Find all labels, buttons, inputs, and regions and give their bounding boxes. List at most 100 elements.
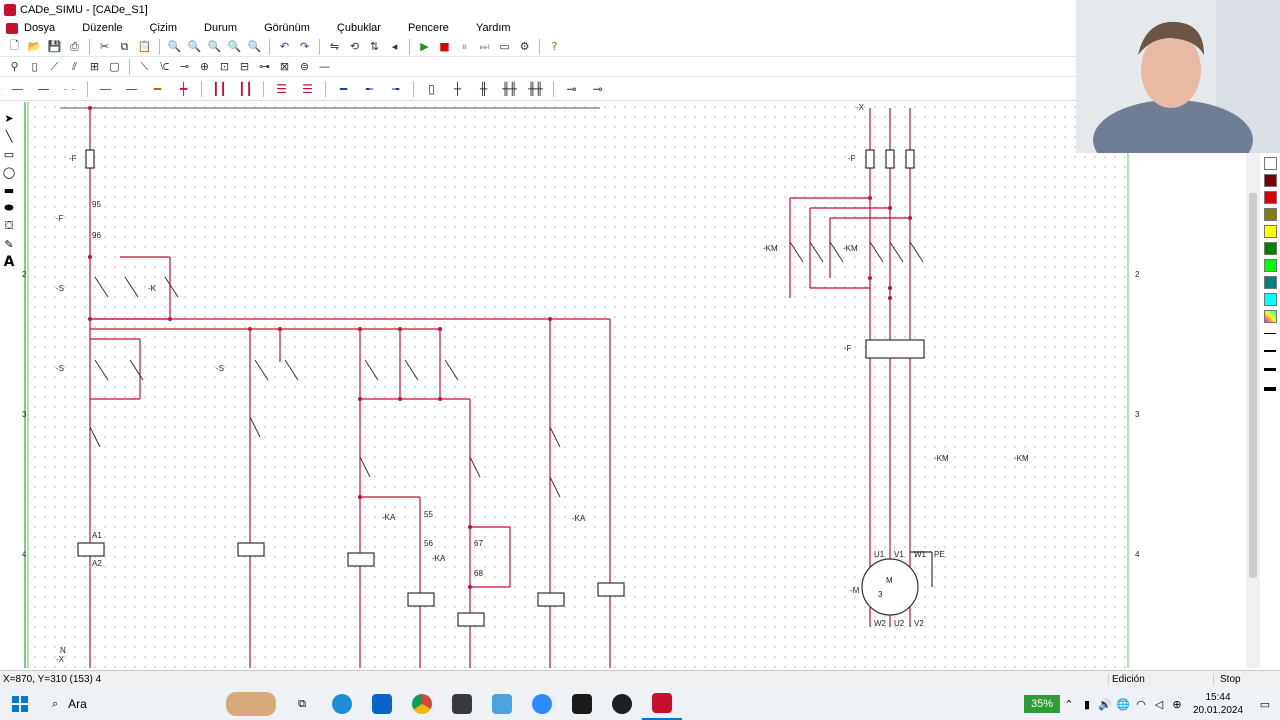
color-swatch-white[interactable]: [1263, 157, 1277, 170]
play-icon[interactable]: ▶: [420, 40, 429, 53]
color-swatch-cyan[interactable]: [1263, 293, 1277, 306]
wire-icon[interactable]: —: [319, 60, 330, 73]
new-icon[interactable]: 🗋: [10, 39, 19, 52]
terminal-a-icon[interactable]: ⊸: [566, 81, 577, 96]
rotate-icon[interactable]: ⟲: [349, 40, 360, 53]
contactor-icon[interactable]: ⊞: [89, 60, 100, 73]
bus-a-icon[interactable]: ━: [339, 81, 348, 96]
step-icon[interactable]: ⏭: [479, 39, 490, 53]
lamp-icon[interactable]: ⊕: [199, 60, 210, 73]
color-swatch-teal[interactable]: [1263, 276, 1277, 289]
menu-pencere[interactable]: Pencere: [407, 22, 449, 34]
speaker-icon[interactable]: 🔊: [1098, 698, 1112, 711]
drawing-canvas[interactable]: -F -F 95 96 -S -K -S -S A1 A2 -KA -KA -K…: [20, 102, 1139, 668]
connector-c-icon[interactable]: ╫╫: [502, 81, 517, 96]
save-icon[interactable]: 💾: [47, 40, 62, 53]
flip-icon[interactable]: ⇅: [369, 40, 380, 53]
zoom-window-icon[interactable]: 🔍: [207, 40, 222, 53]
fuse-icon[interactable]: ⚲: [10, 60, 19, 73]
start-button[interactable]: [0, 688, 40, 720]
color-swatch-lime[interactable]: [1263, 259, 1277, 272]
zoom-all-icon[interactable]: 🔍: [227, 40, 242, 53]
bus-b-icon[interactable]: ╾: [365, 81, 374, 96]
menu-gorunum[interactable]: Görünüm: [264, 22, 310, 34]
connector-d-icon[interactable]: ╫╫: [528, 81, 543, 96]
menu-durum[interactable]: Durum: [204, 22, 238, 34]
plug-icon[interactable]: ▯: [428, 81, 435, 96]
wire-h-icon[interactable]: —: [11, 81, 24, 96]
color-swatch-red[interactable]: [1263, 191, 1277, 204]
help-icon[interactable]: ?: [551, 40, 558, 53]
terminal-icon[interactable]: ⊶: [259, 60, 270, 73]
color-swatch-green[interactable]: [1263, 242, 1277, 255]
line-width-1[interactable]: [1264, 333, 1276, 334]
wire-thick-icon[interactable]: ━: [153, 81, 162, 96]
mail-icon[interactable]: [362, 688, 402, 720]
zoom-in-icon[interactable]: 🔍: [167, 40, 182, 53]
text-icon[interactable]: A: [3, 254, 15, 270]
wire-2-icon[interactable]: ┃┃: [212, 81, 227, 96]
connector-b-icon[interactable]: ╫: [479, 81, 488, 96]
fill-icon[interactable]: ⛋: [4, 219, 14, 232]
bus-2-icon[interactable]: ☰: [276, 81, 287, 96]
pointer-icon[interactable]: ➤: [4, 111, 14, 125]
line-width-3[interactable]: [1264, 368, 1276, 371]
zoom-prev-icon[interactable]: 🔍: [247, 40, 262, 53]
wire-red-icon[interactable]: —: [99, 81, 112, 96]
wifi-icon[interactable]: ◠: [1136, 698, 1146, 711]
wire-3-icon[interactable]: ┃┃: [238, 81, 253, 96]
print-icon[interactable]: ⎙: [70, 39, 79, 53]
view-icon[interactable]: ▭: [499, 40, 510, 53]
volume-icon[interactable]: ◁: [1154, 698, 1164, 711]
bus-c-icon[interactable]: ╼: [391, 81, 400, 96]
filled-rect-icon[interactable]: ▬: [3, 183, 15, 197]
menu-duzenle[interactable]: Düzenle: [82, 22, 123, 34]
notifications-icon[interactable]: ▭: [1259, 698, 1271, 711]
copy-icon[interactable]: ⧉: [120, 39, 129, 53]
battery-icon[interactable]: ▮: [1083, 698, 1091, 711]
menu-cizim[interactable]: Çizim: [149, 22, 178, 34]
menu-dosya[interactable]: Dosya: [4, 22, 62, 34]
line-icon[interactable]: ╲: [5, 129, 13, 143]
menu-yardim[interactable]: Yardım: [475, 22, 511, 34]
wire-green-icon[interactable]: - -: [63, 81, 76, 96]
contact-icon[interactable]: ⟈: [159, 59, 170, 73]
mirror-icon[interactable]: ⇋: [329, 40, 340, 53]
scrollbar-thumb[interactable]: [1249, 193, 1257, 578]
color-swatch-custom[interactable]: [1263, 310, 1277, 323]
menu-cubuklar[interactable]: Çubuklar: [336, 22, 381, 34]
zoom-app-icon[interactable]: [522, 688, 562, 720]
breaker-icon[interactable]: ▯: [31, 60, 38, 73]
edge-icon[interactable]: [322, 688, 362, 720]
line-width-2[interactable]: [1264, 350, 1276, 352]
vertical-scrollbar[interactable]: [1246, 153, 1260, 668]
clock[interactable]: 15:44 20.01.2024: [1186, 688, 1250, 720]
chevron-up-icon[interactable]: ⌃: [1064, 698, 1074, 711]
language-icon[interactable]: ⊕: [1172, 698, 1182, 711]
rectangle-icon[interactable]: ▭: [3, 147, 15, 161]
zwcad-icon[interactable]: [562, 688, 602, 720]
open-icon[interactable]: 📂: [27, 40, 42, 53]
battery-indicator[interactable]: 35%: [1024, 695, 1060, 713]
color-swatch-maroon[interactable]: [1263, 174, 1277, 187]
line-width-4[interactable]: [1264, 387, 1276, 391]
cut-icon[interactable]: ✂: [99, 40, 110, 53]
undo-icon[interactable]: ↶: [279, 40, 290, 53]
terminal-b-icon[interactable]: ⊸: [592, 81, 603, 96]
switch3-icon[interactable]: ⫽: [72, 59, 77, 73]
stop-icon[interactable]: ■: [439, 40, 450, 53]
camera-icon[interactable]: [442, 688, 482, 720]
sensor-icon[interactable]: ⊟: [239, 60, 250, 73]
relay-icon[interactable]: ▢: [109, 60, 120, 73]
redo-icon[interactable]: ↷: [299, 40, 310, 53]
search-box[interactable]: ⌕ Ara: [40, 688, 220, 720]
files-icon[interactable]: [482, 688, 522, 720]
disconnector-icon[interactable]: ⟋: [50, 59, 59, 73]
transformer-icon[interactable]: ⊜: [299, 60, 310, 73]
connector-a-icon[interactable]: ┼: [453, 81, 462, 96]
bus-3-icon[interactable]: ☰: [302, 81, 313, 96]
obs-icon[interactable]: [602, 688, 642, 720]
pause-icon[interactable]: ⏸: [461, 39, 468, 53]
zoom-out-icon[interactable]: 🔍: [187, 40, 202, 53]
color-swatch-olive[interactable]: [1263, 208, 1277, 221]
